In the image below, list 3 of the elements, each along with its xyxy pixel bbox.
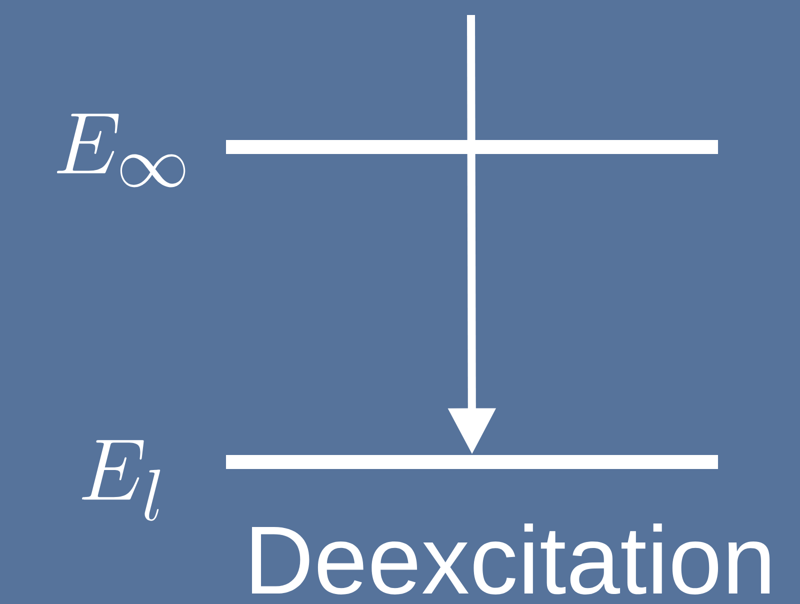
caption-label: Deexcitation — [252, 524, 770, 594]
level-label: $E_\infty$ — [57, 114, 186, 188]
level-label: $E_l$ — [82, 440, 160, 521]
